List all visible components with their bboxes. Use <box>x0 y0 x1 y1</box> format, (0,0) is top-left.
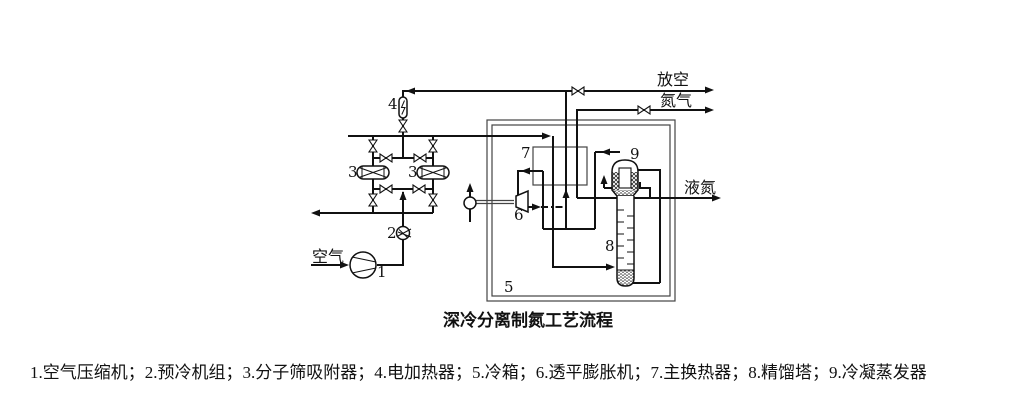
legend-line: 1.空气压缩机；2.预冷机组；3.分子筛吸附器；4.电加热器；5.冷箱；6.透平… <box>30 363 927 382</box>
main-heat-exchanger <box>532 146 588 186</box>
adsorber-right <box>416 165 450 180</box>
label-3-adsorber-left: 3 <box>348 163 358 181</box>
labels: 空气 放空 氮气 液氮 1 2 3 3 4 5 6 7 8 9 <box>312 71 716 296</box>
precooler <box>395 225 412 241</box>
air-compressor <box>349 251 377 279</box>
label-3-adsorber-right: 3 <box>408 163 418 181</box>
flow-arrows <box>311 86 721 271</box>
condenser-evaporator <box>611 159 639 197</box>
label-9-condenser: 9 <box>630 145 640 163</box>
label-8-column: 8 <box>605 237 615 255</box>
turbo-expander <box>515 189 529 214</box>
label-5-coldbox: 5 <box>504 278 514 296</box>
valves <box>367 85 651 207</box>
label-1-compressor: 1 <box>377 263 387 281</box>
diagram-title: 深冷分离制氮工艺流程 <box>443 310 613 330</box>
distillation-column <box>616 196 635 287</box>
label-6-expander: 6 <box>514 206 524 224</box>
expander-shaft <box>476 199 514 205</box>
label-7-heat-exchanger: 7 <box>521 144 531 162</box>
adsorber-left <box>356 165 390 180</box>
label-4-heater: 4 <box>388 95 398 113</box>
air-in-label: 空气 <box>312 248 344 266</box>
expander-brake <box>463 196 477 210</box>
nitrogen-gas-label: 氮气 <box>660 92 692 110</box>
vent-label: 放空 <box>657 71 689 89</box>
liquid-nitrogen-label: 液氮 <box>684 179 716 197</box>
label-2-precooler: 2 <box>387 224 397 242</box>
cold-box <box>486 119 676 302</box>
electric-heater <box>398 96 408 119</box>
